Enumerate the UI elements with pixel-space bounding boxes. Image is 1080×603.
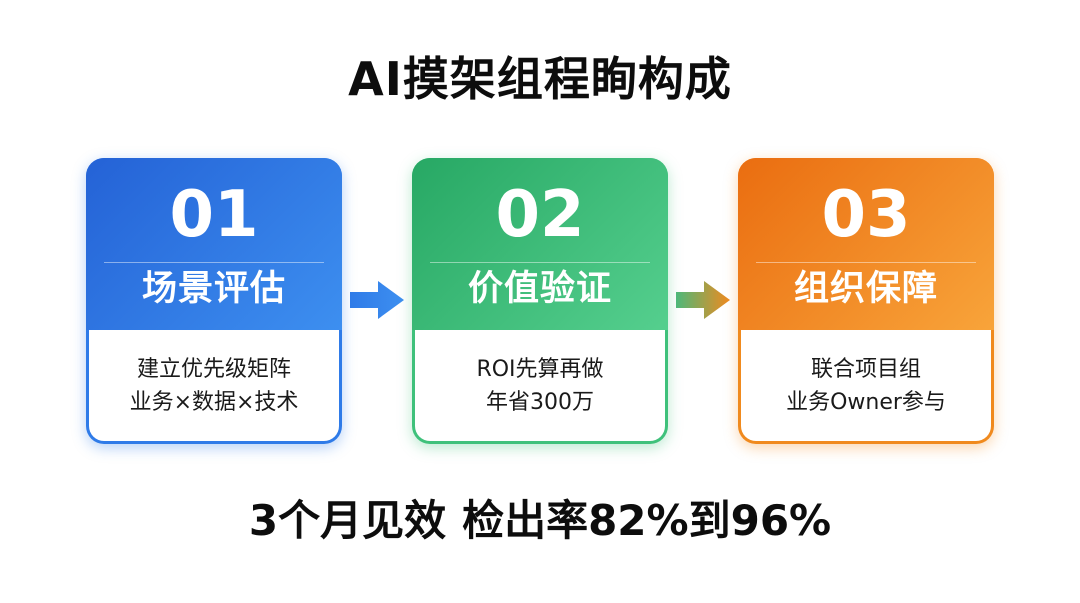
- arrow-right-icon: [350, 281, 404, 319]
- step-number: 03: [821, 178, 911, 252]
- step-card-body: 建立优先级矩阵 业务×数据×技术: [89, 330, 339, 441]
- step-card-1: 01 场景评估 建立优先级矩阵 业务×数据×技术: [86, 158, 342, 444]
- summary-footer: 3个月见效检出率82%到96%: [0, 496, 1080, 546]
- step-number: 02: [495, 178, 585, 252]
- step-card-header: 01 场景评估: [86, 158, 342, 330]
- step-card-header: 02 价值验证: [412, 158, 668, 330]
- step-card-body: ROI先算再做 年省300万: [415, 330, 665, 441]
- page-title: AI摸架组程眴构成: [348, 52, 732, 106]
- step-card-3: 03 组织保障 联合项目组 业务Owner参与: [738, 158, 994, 444]
- step-description-line: 联合项目组: [810, 356, 921, 382]
- step-description-line: 业务Owner参与: [786, 389, 946, 415]
- step-card-body: 联合项目组 业务Owner参与: [741, 330, 991, 441]
- step-description-line: 建立优先级矩阵: [136, 356, 291, 382]
- step-card-2: 02 价值验证 ROI先算再做 年省300万: [412, 158, 668, 444]
- divider: [756, 262, 976, 263]
- step-description-line: 年省300万: [486, 389, 594, 415]
- footer-result: 3个月见效: [248, 496, 447, 545]
- step-description-line: 业务×数据×技术: [129, 389, 299, 415]
- step-heading: 组织保障: [793, 269, 938, 309]
- arrow-right-icon: [676, 281, 730, 319]
- footer-metric: 检出率82%到96%: [462, 496, 832, 545]
- step-description-line: ROI先算再做: [476, 356, 604, 382]
- divider: [104, 262, 324, 263]
- step-heading: 场景评估: [141, 269, 286, 309]
- step-heading: 价值验证: [467, 269, 612, 309]
- step-number: 01: [169, 178, 259, 252]
- step-card-header: 03 组织保障: [738, 158, 994, 330]
- divider: [430, 262, 650, 263]
